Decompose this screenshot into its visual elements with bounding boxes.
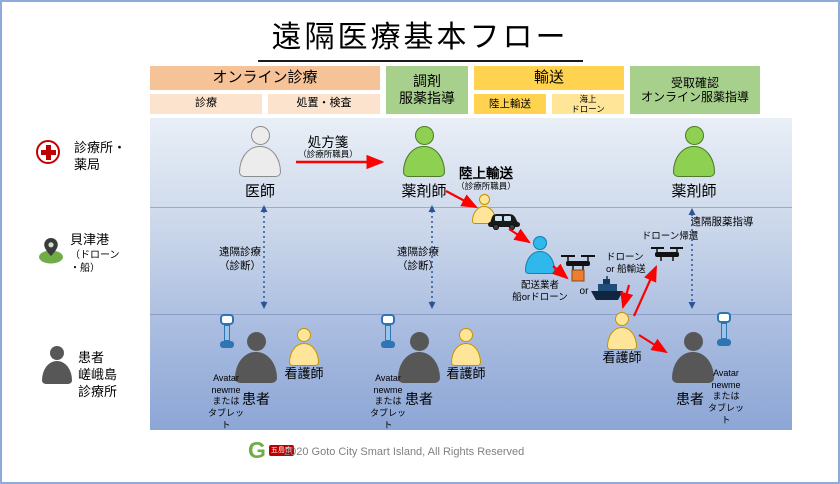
nurse-label-3: 看護師 [602,350,642,365]
pharmacist-label: 薬剤師 [401,183,447,200]
row-divider-1 [150,207,792,208]
goto-city-logo: G 五島市 [248,439,294,462]
land-transport-staff-label: （診療所職員） [456,181,516,191]
phase-online-consultation: オンライン診療 [150,66,380,90]
avatar-label-2: Avatar newme または タブレット [369,373,406,430]
row-divider-2 [150,314,792,315]
nurse-label-1: 看護師 [284,366,324,381]
phase-sub-sea-drone: 海上 ドローン [552,94,624,114]
patient-label-2: 患者 [405,391,433,407]
red-cross-icon [36,140,60,164]
nurse-figure [289,328,319,366]
phase-receipt-confirmation: 受取確認 オンライン服薬指導 [630,66,760,114]
patient-label-3: 患者 [676,391,704,407]
avatar-robot-icon [714,312,734,346]
or-label: or [579,286,589,297]
avatar-robot-icon [217,314,237,348]
row-label-kaizu-port-sub: （ドローン ・船） [70,250,120,274]
row-label-patient-clinic: 患者 嵯峨島 診療所 [78,350,118,399]
remote-medication-label: 遠隔服薬指導 [690,216,754,228]
prescription-label: 処方箋 [307,135,349,150]
remote-care-label-1: 遠隔診療 （診断） [219,246,261,272]
pharmacist-figure-right [673,126,715,177]
patient-silhouette-icon [42,346,72,384]
pharmacist-right-label: 薬剤師 [671,183,717,200]
delivery-drone-icon [561,255,595,282]
patient-figure [235,332,277,383]
logo-g-mark: G [248,437,266,463]
drone-or-ship-label: ドローン or 船輸送 [606,252,646,276]
return-drone-icon [651,247,683,261]
patient-figure [398,332,440,383]
avatar-robot-icon [378,314,398,348]
phase-sub-land-transport: 陸上輸送 [474,94,546,114]
patient-label-1: 患者 [242,391,270,407]
car-icon [488,214,520,230]
phase-transport: 輸送 [474,66,624,90]
row-label-kaizu-port: 貝津港 [70,232,110,247]
avatar-label-3: Avatar newme または タブレット [707,368,744,425]
copyright-text: 2020 Goto City Smart Island, All Rights … [284,446,525,458]
remote-care-label-2: 遠隔診療 （診断） [397,246,439,272]
pharmacist-figure [403,126,445,177]
logo-city-name: 五島市 [268,444,294,457]
land-transport-label: 陸上輸送 [459,166,513,181]
title-row: 遠隔医療基本フロー [2,12,838,62]
courier-figure [525,236,555,274]
phase-dispensing: 調剤 服薬指導 [386,66,468,114]
doctor-figure [239,126,281,177]
nurse-figure-mid [607,312,637,350]
ship-icon [591,276,623,300]
row-label-clinic-pharmacy: 診療所・ 薬局 [74,140,127,172]
patient-figure [672,332,714,383]
prescription-staff-label: （診療所職員） [298,149,358,159]
doctor-label: 医師 [244,183,275,200]
port-icon [39,238,63,264]
page-title: 遠隔医療基本フロー [257,12,583,62]
avatar-label-1: Avatar newme または タブレット [207,373,244,430]
phase-sub-treatment: 処置・検査 [268,94,380,114]
nurse-label-2: 看護師 [446,366,486,381]
transport-staff-figure [472,194,496,224]
courier-label: 配送業者 船orドローン [512,280,568,304]
phase-sub-consultation: 診療 [150,94,262,114]
drone-return-label: ドローン帰還 [641,231,699,242]
nurse-figure [451,328,481,366]
